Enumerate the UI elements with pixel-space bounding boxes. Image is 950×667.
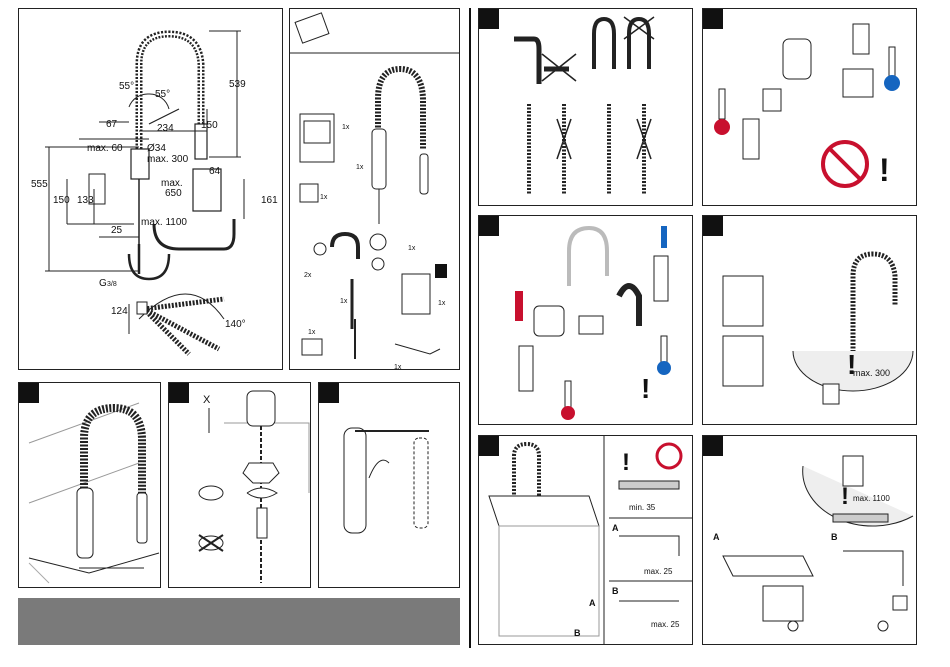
qty-nut: 1x bbox=[408, 245, 416, 252]
label-a: A bbox=[713, 532, 720, 542]
step-4-panel bbox=[478, 8, 693, 206]
step-7-drawing: ! max. 300 bbox=[703, 216, 917, 425]
qty-bracket: 1x bbox=[394, 364, 402, 370]
hot-thermometer-icon bbox=[561, 406, 575, 420]
step-6-drawing: ! bbox=[479, 216, 693, 425]
qty-faucet: 1x bbox=[356, 164, 364, 171]
dim-max-25-b: max. 25 bbox=[651, 620, 680, 629]
warning-exclamation: ! bbox=[841, 483, 849, 510]
step-1-panel bbox=[18, 382, 161, 588]
step-3-panel bbox=[318, 382, 460, 588]
dim-133: 133 bbox=[77, 195, 94, 206]
qty-tool: 1x bbox=[308, 329, 316, 336]
warning-exclamation: ! bbox=[622, 449, 630, 476]
mounting-box-icon bbox=[402, 274, 430, 314]
step-4-drawing bbox=[479, 9, 693, 206]
thread-fraction: 3/8 bbox=[107, 281, 117, 288]
step-8-drawing: A B ! min. 35 A max. 25 B max. 25 bbox=[479, 436, 693, 645]
dim-max-25-a: max. 25 bbox=[644, 567, 673, 576]
cold-thermometer-icon bbox=[657, 361, 671, 375]
dim-124: 124 bbox=[111, 306, 128, 317]
dim-150-right: 150 bbox=[201, 120, 218, 131]
dim-max-300: max. 300 bbox=[147, 154, 189, 165]
parts-list-drawing: 1x 1x 1x 1x 2x 1x 1x 1x 1x bbox=[290, 9, 460, 370]
step-5-drawing: ! bbox=[703, 9, 917, 206]
step-1-drawing bbox=[19, 383, 161, 588]
package-icon bbox=[295, 13, 329, 43]
faucet-dimension-drawing: 539 555 55° 55° 67 234 150 max. 60 Ø34 m… bbox=[19, 9, 283, 370]
label-b: B bbox=[831, 532, 838, 542]
label-a: A bbox=[589, 598, 596, 608]
cold-hose-marker bbox=[661, 226, 667, 248]
dim-539: 539 bbox=[229, 79, 246, 90]
dimension-drawing-panel: 539 555 55° 55° 67 234 150 max. 60 Ø34 m… bbox=[18, 8, 283, 370]
dim-161: 161 bbox=[261, 195, 278, 206]
step-9-panel: ! max. 1100 A B bbox=[702, 435, 917, 645]
dim-max-60: max. 60 bbox=[87, 143, 123, 154]
hot-thermometer-icon bbox=[714, 119, 730, 135]
qty-box: 1x bbox=[438, 300, 446, 307]
dim-555: 555 bbox=[31, 179, 48, 190]
dim-max-1100: max. 1100 bbox=[141, 217, 187, 228]
warning-exclamation: ! bbox=[879, 152, 890, 188]
step-9-drawing: ! max. 1100 A B bbox=[703, 436, 917, 645]
label-b: B bbox=[574, 628, 581, 638]
dim-max-1100: max. 1100 bbox=[853, 494, 890, 503]
dim-150-left: 150 bbox=[53, 195, 70, 206]
hot-hose-marker bbox=[515, 291, 523, 321]
parts-list-panel: 1x 1x 1x 1x 2x 1x 1x 1x 1x bbox=[289, 8, 460, 370]
no-magnet-prohibition-icon bbox=[657, 444, 681, 468]
dim-64: 64 bbox=[209, 166, 221, 177]
angle-140: 140° bbox=[225, 319, 246, 330]
grey-footer-bar bbox=[18, 598, 460, 645]
page-divider bbox=[469, 8, 471, 648]
cold-thermometer-icon bbox=[884, 75, 900, 91]
step-5-panel: ! bbox=[702, 8, 917, 206]
dim-dia-34: Ø34 bbox=[147, 143, 166, 154]
step-2-panel: X bbox=[168, 382, 311, 588]
qty-leaflet: 1x bbox=[320, 194, 328, 201]
leaflet-icon bbox=[300, 184, 318, 202]
step-3-drawing bbox=[319, 383, 460, 588]
qty-booklet: 1x bbox=[342, 124, 350, 131]
step-8-panel: A B ! min. 35 A max. 25 B max. 25 bbox=[478, 435, 693, 645]
angle-55-left: 55° bbox=[119, 81, 134, 92]
step-6-panel: ! bbox=[478, 215, 693, 425]
step-7-panel: ! max. 300 bbox=[702, 215, 917, 425]
sub-label-b: B bbox=[612, 586, 619, 596]
warning-exclamation: ! bbox=[641, 373, 650, 404]
dim-min-35: min. 35 bbox=[629, 503, 656, 512]
qty-hose: 1x bbox=[340, 298, 348, 305]
dim-234: 234 bbox=[157, 123, 174, 134]
thread-g: G bbox=[99, 278, 107, 289]
angle-55-right: 55° bbox=[155, 89, 170, 100]
dim-max-650-b: 650 bbox=[165, 188, 182, 199]
dim-67: 67 bbox=[106, 119, 118, 130]
step-2-drawing: X bbox=[169, 383, 311, 588]
dim-25: 25 bbox=[111, 225, 123, 236]
sub-label-a: A bbox=[612, 523, 619, 533]
dim-x: X bbox=[203, 394, 211, 406]
dim-max-300: max. 300 bbox=[853, 368, 890, 378]
qty-fitting: 2x bbox=[304, 272, 312, 279]
